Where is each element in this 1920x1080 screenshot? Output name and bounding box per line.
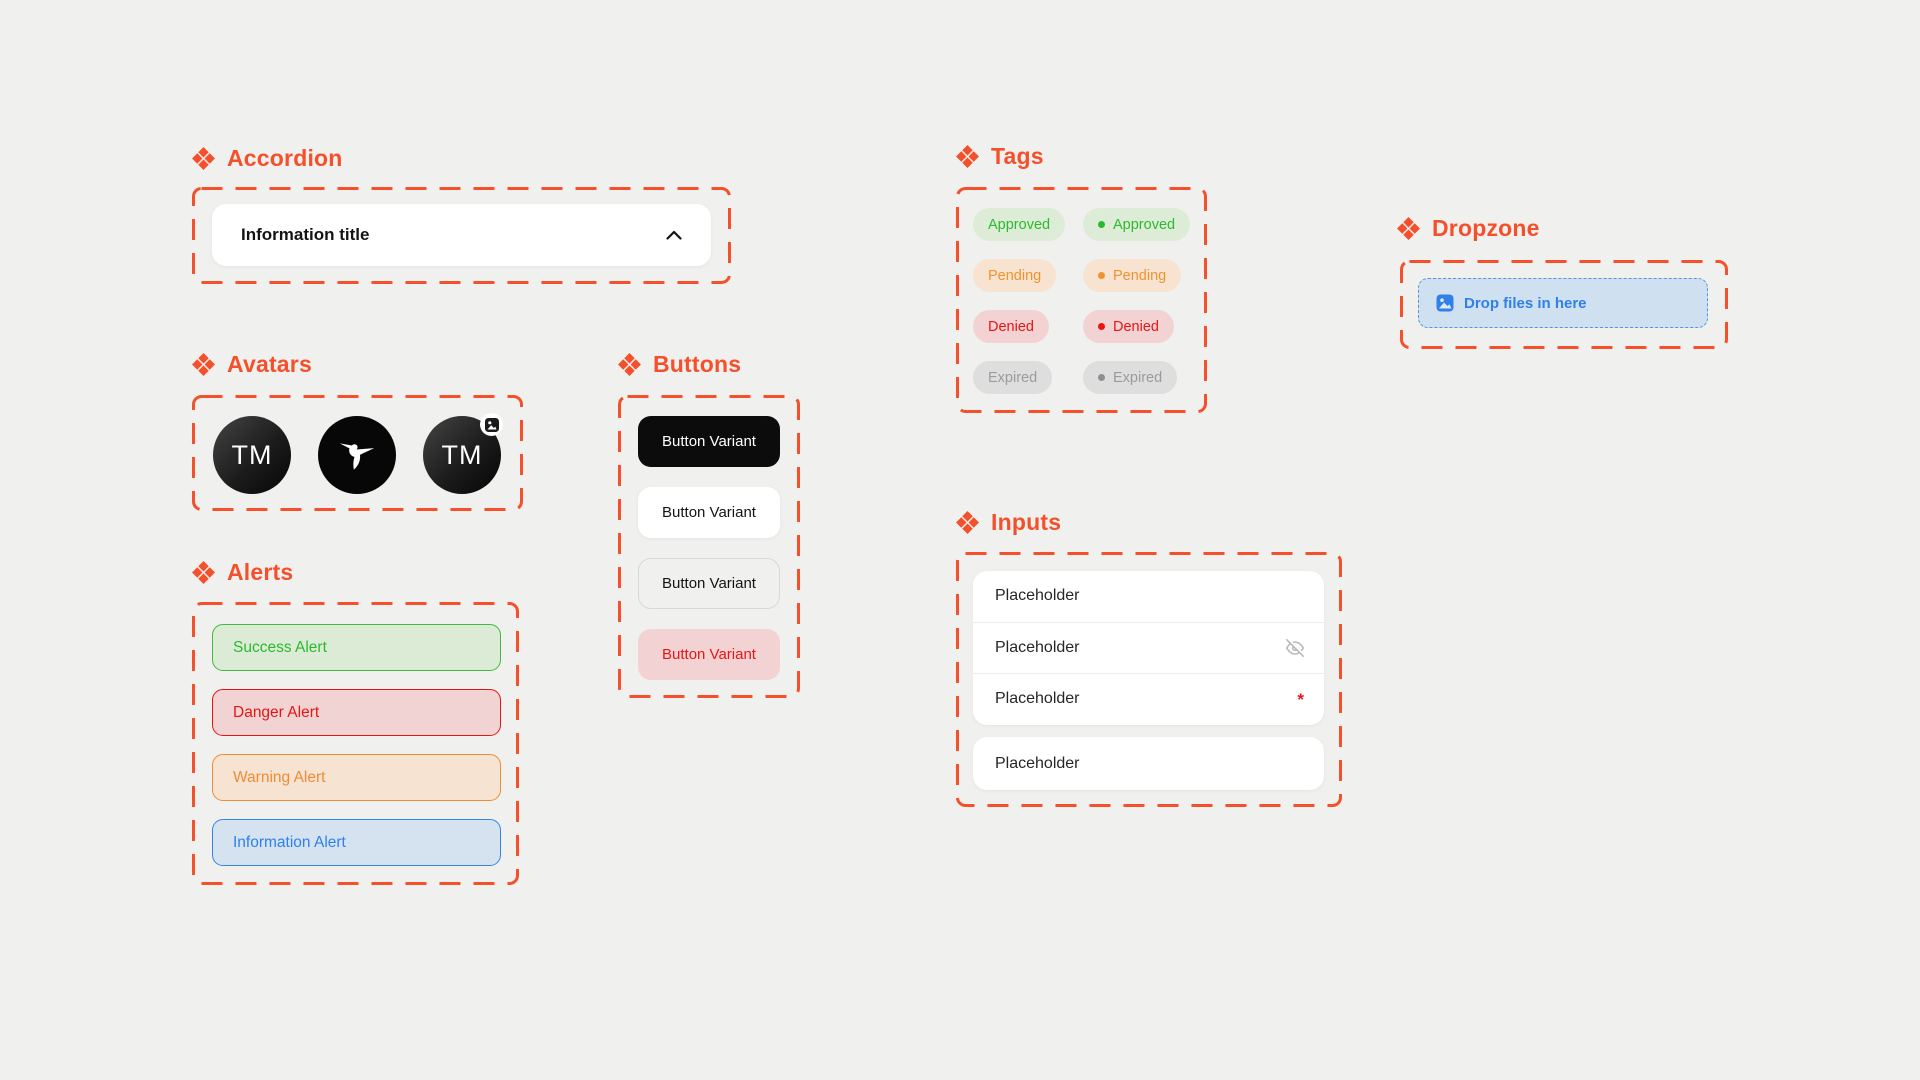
section-title-avatars: Avatars	[227, 351, 312, 377]
tag-label: Denied	[1113, 318, 1159, 335]
diamond-cluster-icon	[192, 561, 215, 584]
button-label: Button Variant	[662, 433, 756, 450]
tags-demo-frame: Approved Pending Denied Expired Approved…	[956, 187, 1207, 413]
avatar-logo	[318, 416, 396, 494]
text-input[interactable]	[993, 753, 1304, 774]
tag-label: Approved	[1113, 216, 1176, 233]
avatar-initials-text: TM	[441, 439, 483, 470]
tag-denied: Denied	[973, 310, 1049, 343]
dropzone-label: Drop files in here	[1464, 294, 1587, 312]
status-dot-icon	[1098, 323, 1105, 330]
diamond-cluster-icon	[192, 147, 215, 170]
alert-label: Warning Alert	[233, 768, 326, 786]
diamond-cluster-icon	[1397, 217, 1420, 240]
input-row-required: *	[973, 674, 1324, 725]
inputs-demo-frame: *	[956, 552, 1342, 807]
input-row-plain	[973, 571, 1324, 623]
section-header-dropzone: Dropzone	[1396, 215, 1540, 242]
dropzone-demo-frame: Drop files in here	[1400, 260, 1728, 349]
button-label: Button Variant	[662, 575, 756, 592]
button-variant-solid-light[interactable]: Button Variant	[638, 487, 780, 538]
tag-pending-dotted: Pending	[1083, 259, 1182, 292]
tag-label: Pending	[1113, 267, 1167, 284]
section-title-inputs: Inputs	[991, 509, 1062, 535]
button-variant-danger[interactable]: Button Variant	[638, 629, 780, 680]
section-title-accordion: Accordion	[227, 145, 343, 171]
status-dot-icon	[1098, 272, 1105, 279]
avatar-initials: TM	[213, 416, 291, 494]
required-asterisk: *	[1297, 689, 1304, 709]
eye-off-icon[interactable]	[1286, 638, 1304, 657]
tag-label: Pending	[988, 267, 1042, 284]
chevron-up-icon	[666, 230, 682, 240]
tag-expired-dotted: Expired	[1083, 361, 1178, 394]
tag-denied-dotted: Denied	[1083, 310, 1174, 343]
avatar-initials-with-badge: TM	[423, 413, 503, 494]
tag-label: Approved	[988, 216, 1051, 233]
button-variant-outline[interactable]: Button Variant	[638, 558, 780, 609]
button-label: Button Variant	[662, 646, 756, 663]
section-header-alerts: Alerts	[191, 559, 293, 586]
section-header-avatars: Avatars	[191, 351, 312, 378]
section-title-tags: Tags	[991, 143, 1044, 169]
alerts-demo-frame: Success Alert Danger Alert Warning Alert…	[192, 602, 519, 885]
button-variant-solid-dark[interactable]: Button Variant	[638, 416, 780, 467]
input-group: *	[973, 571, 1324, 725]
required-input[interactable]	[993, 689, 1298, 710]
section-header-inputs: Inputs	[955, 509, 1061, 536]
danger-alert: Danger Alert	[212, 689, 501, 736]
status-dot-icon	[1098, 374, 1105, 381]
button-label: Button Variant	[662, 504, 756, 521]
input-row-password	[973, 623, 1324, 674]
buttons-demo-frame: Button Variant Button Variant Button Var…	[618, 395, 800, 698]
tag-label: Expired	[988, 369, 1038, 386]
section-title-buttons: Buttons	[653, 351, 742, 377]
avatars-demo-frame: TM TM	[192, 395, 523, 511]
tag-approved-dotted: Approved	[1083, 208, 1191, 241]
accordion-item-title: Information title	[241, 225, 370, 244]
section-title-dropzone: Dropzone	[1432, 215, 1540, 241]
alert-label: Danger Alert	[233, 703, 320, 721]
image-icon	[1436, 294, 1454, 312]
tag-pending: Pending	[973, 259, 1057, 292]
tag-expired: Expired	[973, 361, 1053, 394]
avatar-badge	[480, 413, 503, 436]
hummingbird-icon	[339, 443, 375, 470]
tag-approved: Approved	[973, 208, 1066, 241]
status-dot-icon	[1098, 221, 1105, 228]
alert-label: Information Alert	[233, 833, 346, 851]
password-input[interactable]	[993, 637, 1286, 658]
text-input[interactable]	[993, 586, 1304, 607]
diamond-cluster-icon	[192, 353, 215, 376]
diamond-cluster-icon	[618, 353, 641, 376]
diamond-cluster-icon	[956, 145, 979, 168]
warning-alert: Warning Alert	[212, 754, 501, 801]
image-badge-icon	[484, 417, 499, 432]
accordion-demo-frame: Information title	[192, 187, 731, 284]
section-header-tags: Tags	[955, 143, 1044, 170]
tag-label: Expired	[1113, 369, 1163, 386]
section-header-buttons: Buttons	[617, 351, 741, 378]
section-title-alerts: Alerts	[227, 559, 294, 585]
avatar-initials-text: TM	[231, 439, 273, 470]
alert-label: Success Alert	[233, 638, 327, 656]
diamond-cluster-icon	[956, 511, 979, 534]
section-header-accordion: Accordion	[191, 145, 343, 172]
accordion-item[interactable]: Information title	[212, 204, 711, 266]
single-input-card	[973, 737, 1324, 790]
dropzone[interactable]: Drop files in here	[1418, 278, 1708, 328]
tag-label: Denied	[988, 318, 1034, 335]
success-alert: Success Alert	[212, 624, 501, 671]
information-alert: Information Alert	[212, 819, 501, 866]
